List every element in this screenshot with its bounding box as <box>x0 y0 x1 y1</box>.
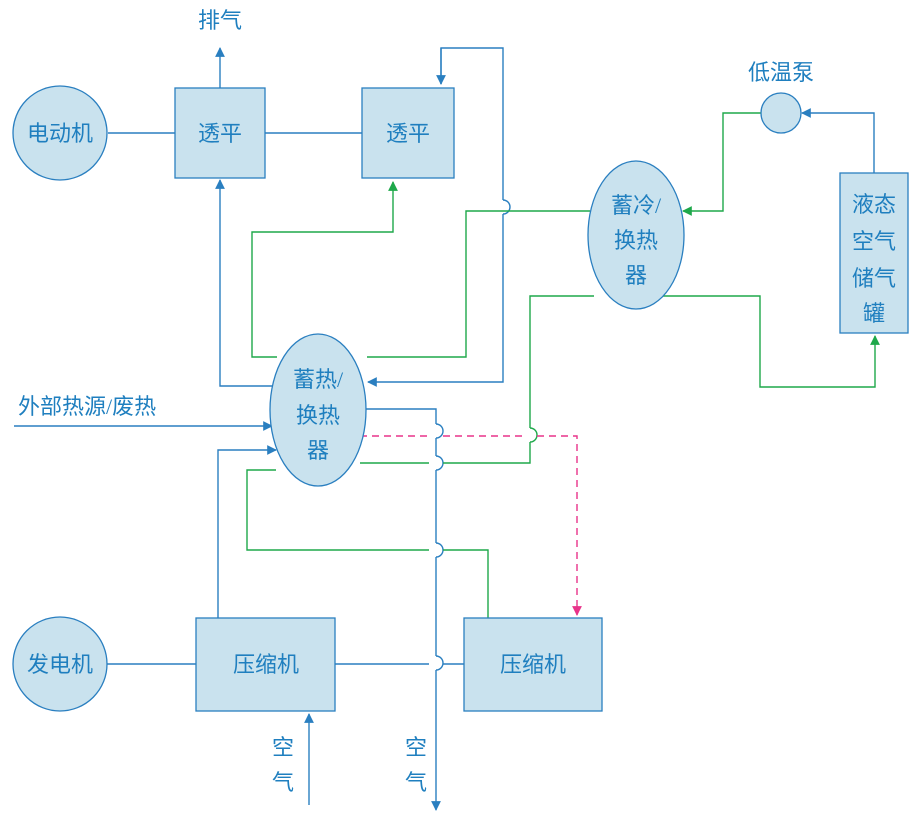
turbine2-node <box>361 87 455 179</box>
heat-storage-label-2: 换热 <box>296 403 340 428</box>
air-out-label-1: 空 <box>405 735 427 760</box>
heat-storage-label-3: 器 <box>307 438 329 463</box>
line-cold-hx-lower-b <box>443 442 531 464</box>
external-heat-label: 外部热源/废热 <box>18 394 156 419</box>
air-in-label-2: 气 <box>272 770 294 795</box>
line-hx-to-compressor2-b <box>443 549 489 618</box>
tank-label-4: 罐 <box>863 301 885 326</box>
crossover-1 <box>502 199 511 215</box>
line-hx-to-turbine1 <box>215 179 276 387</box>
heat-storage-hx-node <box>269 333 367 487</box>
compressor2-label: 压缩机 <box>500 652 566 677</box>
air-in-label-1: 空 <box>272 735 294 760</box>
line-cold-hx-lower-a <box>529 295 594 428</box>
compressor1-node <box>195 617 336 712</box>
tank-label-1: 液态 <box>852 192 896 217</box>
motor-label: 电动机 <box>27 121 93 146</box>
tank-label-2: 空气 <box>852 229 896 254</box>
line-compressor1-to-hx <box>217 445 277 618</box>
turbine1-node <box>174 87 266 179</box>
line-hx-to-turbine2 <box>251 181 398 358</box>
cold-storage-label-3: 器 <box>625 263 647 288</box>
dashed-line-to-compressor2 <box>537 435 582 616</box>
cold-storage-label-1: 蓄冷/ <box>611 193 662 218</box>
hx-out-line-a <box>360 408 437 424</box>
turbine1-label: 透平 <box>198 121 242 146</box>
tank-label-3: 储气 <box>852 266 896 291</box>
line-hx-to-compressor2-a <box>246 469 429 551</box>
heat-storage-label-1: 蓄热/ <box>293 367 344 392</box>
liquid-air-tank-node <box>839 172 909 334</box>
exhaust-label: 排气 <box>198 8 242 33</box>
low-temp-pump-node <box>760 92 802 134</box>
generator-node <box>12 616 108 712</box>
crossover-6 <box>529 427 538 443</box>
compressor1-label: 压缩机 <box>233 652 299 677</box>
compressor2-node <box>463 617 603 712</box>
line-to-heat-exchanger <box>367 214 504 387</box>
line-cold-hx-to-hot-hx <box>367 210 590 358</box>
motor-node <box>12 85 108 181</box>
line-pump-to-cold-hx <box>682 112 761 216</box>
crossover-3 <box>435 455 444 471</box>
cold-storage-label-2: 换热 <box>614 228 658 253</box>
turbine2-label: 透平 <box>386 121 430 146</box>
air-out-label-2: 气 <box>405 770 427 795</box>
low-temp-pump-label: 低温泵 <box>748 60 814 85</box>
cold-storage-hx-node <box>587 160 685 310</box>
line-cold-hx-to-tank <box>663 295 880 388</box>
line-tank-to-pump <box>801 108 875 173</box>
crossover-5 <box>435 655 444 671</box>
crossover-2 <box>435 423 444 439</box>
generator-label: 发电机 <box>27 652 93 677</box>
crossover-4 <box>435 542 444 558</box>
